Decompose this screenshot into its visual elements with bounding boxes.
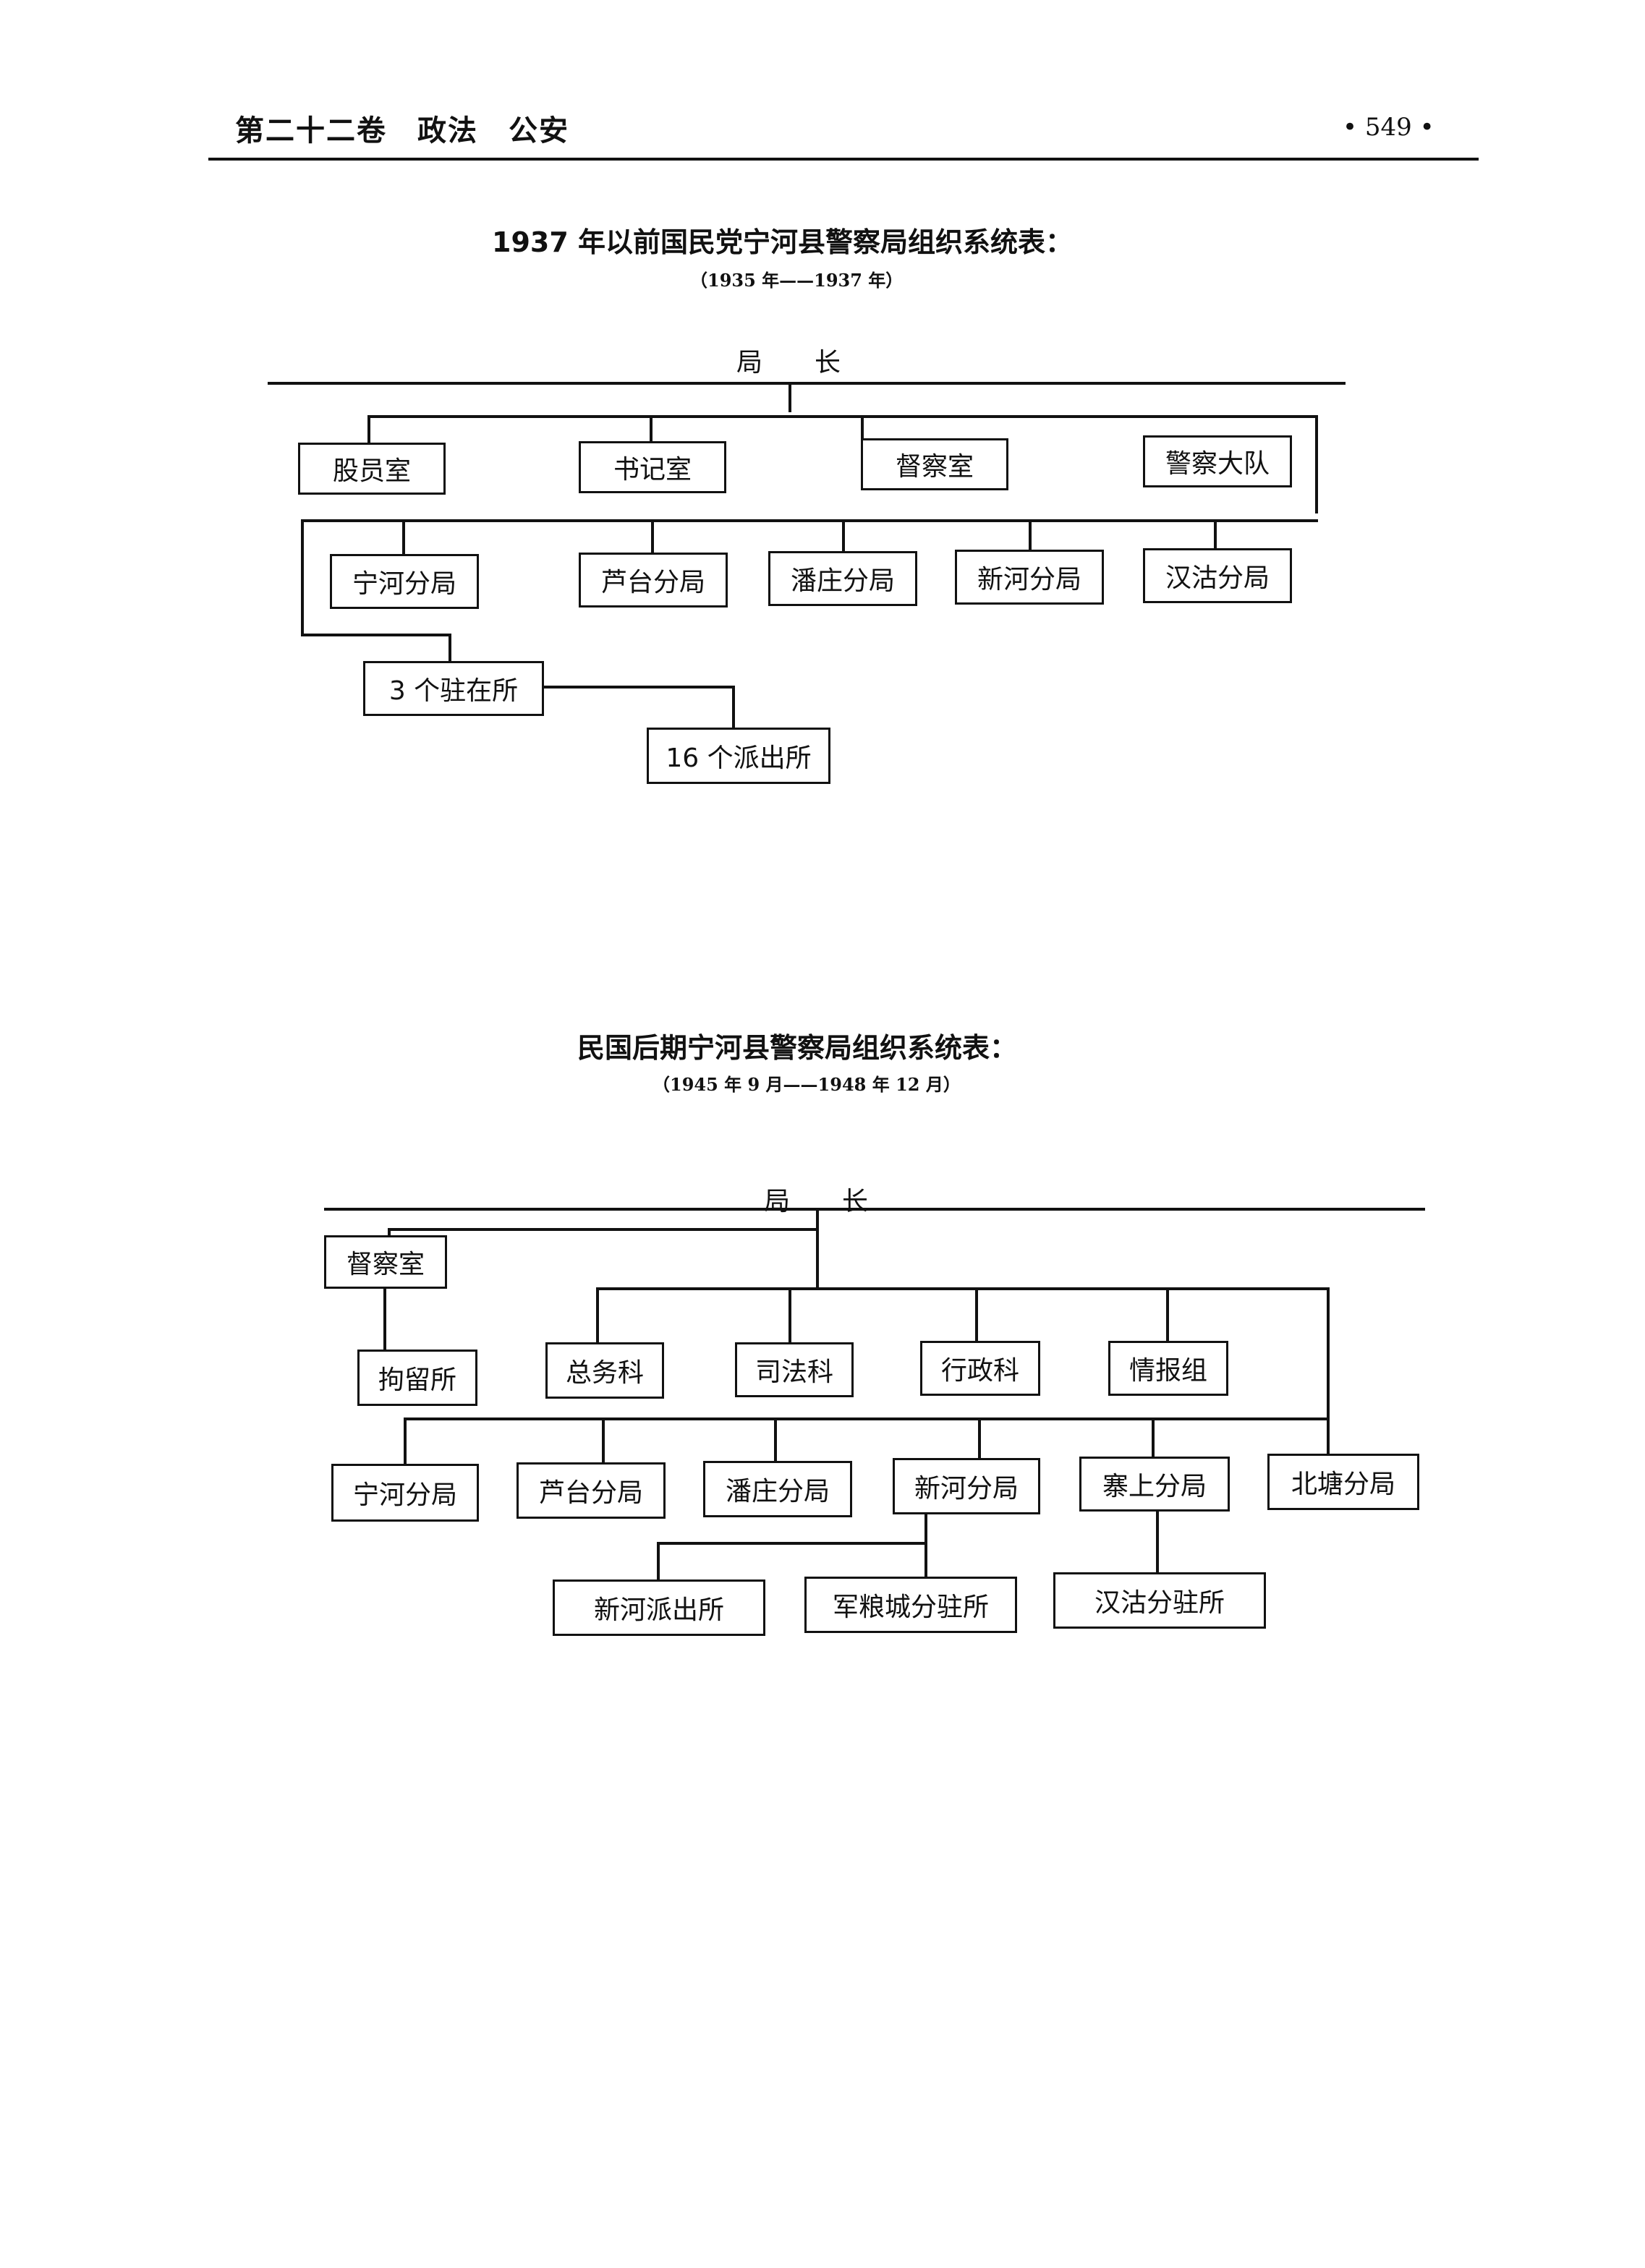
chart2-node-judicial-section: 司法科 [735, 1342, 854, 1397]
chart1-node-staff-office: 股员室 [298, 443, 446, 495]
chart2-node-xinhe-branch: 新河分局 [893, 1458, 1040, 1514]
chart2-node-beitang-branch: 北塘分局 [1267, 1454, 1419, 1510]
chart1-node-xinhe-branch: 新河分局 [955, 550, 1104, 605]
chart2-root-director: 局 长 [764, 1187, 869, 1216]
chart1-node-panzhuang-branch: 潘庄分局 [768, 551, 917, 606]
chart1-node-secretary-office: 书记室 [579, 441, 726, 493]
chart2-node-zhaishang-branch: 寨上分局 [1079, 1457, 1230, 1512]
chart1-node-hangu-branch: 汉沽分局 [1143, 548, 1292, 603]
chart1-subtitle: （1935 年——1937 年） [690, 270, 904, 291]
chart2-node-detention-center: 拘留所 [357, 1350, 477, 1406]
chart1-node-police-posts: 16 个派出所 [647, 728, 830, 784]
chart2-node-xinhe-police-post: 新河派出所 [553, 1580, 765, 1636]
chart1-title: 1937 年以前国民党宁河县警察局组织系统表： [492, 226, 1073, 258]
chart2-node-panzhuang-branch: 潘庄分局 [703, 1461, 852, 1517]
chart2-node-inspection-office: 督察室 [324, 1235, 447, 1289]
chart2-node-administration-section: 行政科 [920, 1341, 1040, 1396]
chart2-node-junliangcheng-substation: 军粮城分驻所 [804, 1577, 1017, 1633]
chart1-node-police-brigade: 警察大队 [1143, 435, 1292, 487]
header-rule [208, 158, 1479, 161]
chart2-node-ninghe-branch: 宁河分局 [331, 1464, 479, 1522]
chart1-node-inspection-office: 督察室 [861, 438, 1008, 490]
chart2-title: 民国后期宁河县警察局组织系统表： [577, 1032, 1018, 1064]
page-number: • 549 • [1343, 113, 1434, 142]
chart2-node-lutai-branch: 芦台分局 [517, 1462, 666, 1519]
chart2-node-general-affairs: 总务科 [545, 1342, 664, 1399]
chart1-root-director: 局 长 [736, 348, 841, 378]
chart1-node-stations: 3 个驻在所 [363, 661, 544, 716]
chart1-node-ninghe-branch: 宁河分局 [330, 554, 479, 609]
chart2-node-intelligence-group: 情报组 [1108, 1341, 1228, 1396]
chart1-node-lutai-branch: 芦台分局 [579, 553, 728, 608]
running-header-section: 第二十二卷 政法 公安 [235, 114, 569, 148]
chart2-node-hangu-substation: 汉沽分驻所 [1053, 1572, 1266, 1629]
chart2-subtitle: （1945 年 9 月——1948 年 12 月） [653, 1074, 961, 1095]
